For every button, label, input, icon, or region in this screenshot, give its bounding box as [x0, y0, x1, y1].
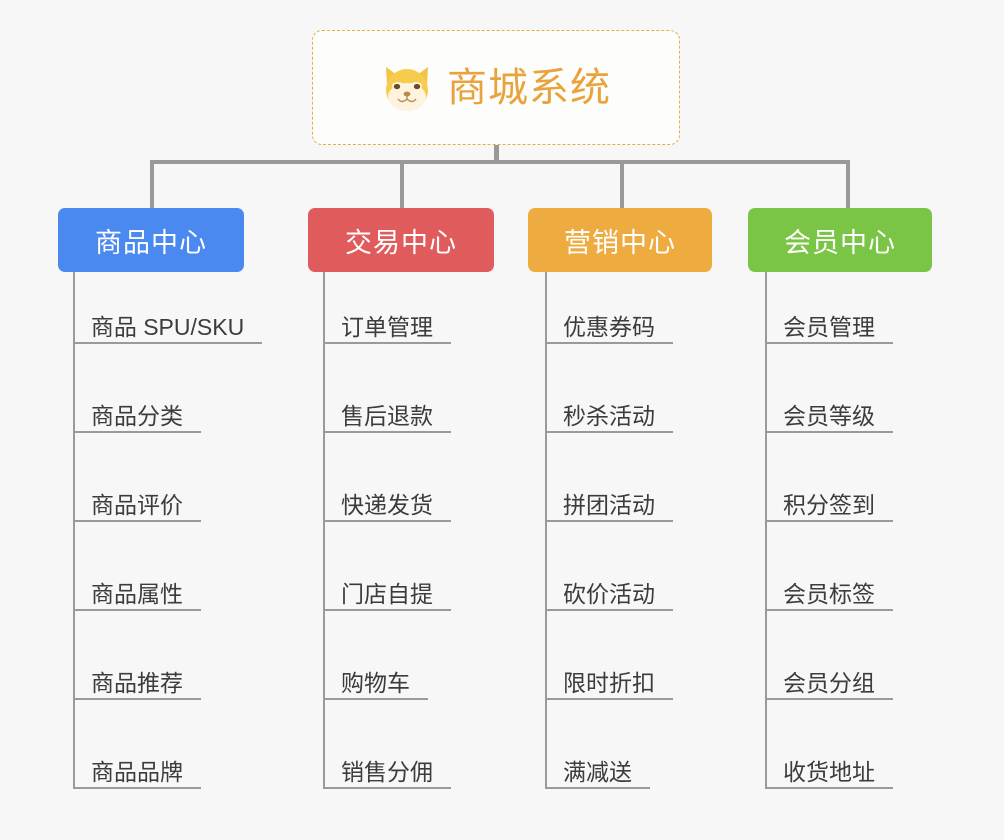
leaf-item[interactable]: 秒杀活动 — [545, 389, 673, 433]
leaf-item[interactable]: 会员管理 — [765, 300, 893, 344]
leaf-item-label: 商品属性 — [91, 580, 183, 607]
category-header-2[interactable]: 交易中心 — [308, 208, 494, 272]
leaf-item-label: 会员等级 — [783, 402, 875, 429]
leaf-item[interactable]: 会员分组 — [765, 656, 893, 700]
leaf-item-label: 门店自提 — [341, 580, 433, 607]
leaf-item-label: 商品推荐 — [91, 669, 183, 696]
leaf-item-label: 会员标签 — [783, 580, 875, 607]
connector-drop-1 — [150, 160, 154, 208]
root-node[interactable]: 商城系统 — [312, 30, 680, 145]
leaf-item[interactable]: 商品属性 — [73, 567, 201, 611]
leaf-item[interactable]: 拼团活动 — [545, 478, 673, 522]
leaf-item[interactable]: 商品推荐 — [73, 656, 201, 700]
leaf-item-label: 购物车 — [341, 669, 410, 696]
leaf-item-label: 快递发货 — [341, 491, 433, 518]
connector-drop-4 — [846, 160, 850, 208]
leaf-item-label: 限时折扣 — [563, 669, 655, 696]
column-trunk-line — [765, 272, 767, 789]
leaf-item[interactable]: 会员等级 — [765, 389, 893, 433]
leaf-item[interactable]: 会员标签 — [765, 567, 893, 611]
leaf-item-label: 商品品牌 — [91, 758, 183, 785]
root-connector-bus — [150, 160, 850, 164]
leaf-item[interactable]: 商品品牌 — [73, 745, 201, 789]
leaf-item[interactable]: 商品 SPU/SKU — [73, 300, 262, 344]
leaf-item-label: 销售分佣 — [341, 758, 433, 785]
root-title: 商城系统 — [447, 65, 611, 110]
leaf-item-label: 会员管理 — [783, 313, 875, 340]
leaf-item[interactable]: 门店自提 — [323, 567, 451, 611]
leaf-item-label: 售后退款 — [341, 402, 433, 429]
leaf-item[interactable]: 售后退款 — [323, 389, 451, 433]
leaf-item[interactable]: 商品评价 — [73, 478, 201, 522]
column-trunk-line — [323, 272, 325, 789]
leaf-item[interactable]: 积分签到 — [765, 478, 893, 522]
leaf-item[interactable]: 收货地址 — [765, 745, 893, 789]
leaf-item-label: 商品 SPU/SKU — [90, 313, 245, 340]
leaf-item-label: 优惠券码 — [563, 313, 655, 340]
column-trunk-line — [545, 272, 547, 789]
leaf-item[interactable]: 销售分佣 — [323, 745, 451, 789]
leaf-item-label: 积分签到 — [783, 491, 875, 518]
root-connector-stem — [494, 145, 499, 163]
connector-drop-3 — [620, 160, 624, 208]
leaf-item[interactable]: 订单管理 — [323, 300, 451, 344]
leaf-item-label: 砍价活动 — [563, 580, 655, 607]
leaf-item-label: 商品分类 — [91, 402, 183, 429]
shiba-dog-face-icon — [386, 66, 428, 112]
leaf-item[interactable]: 优惠券码 — [545, 300, 673, 344]
leaf-item-label: 会员分组 — [783, 669, 875, 696]
category-header-4[interactable]: 会员中心 — [748, 208, 932, 272]
leaf-item[interactable]: 快递发货 — [323, 478, 451, 522]
category-header-1[interactable]: 商品中心 — [58, 208, 244, 272]
leaf-item[interactable]: 砍价活动 — [545, 567, 673, 611]
leaf-item-label: 拼团活动 — [563, 491, 655, 518]
leaf-item[interactable]: 限时折扣 — [545, 656, 673, 700]
leaf-item-label: 收货地址 — [783, 758, 875, 785]
category-header-3[interactable]: 营销中心 — [528, 208, 712, 272]
leaf-item[interactable]: 商品分类 — [73, 389, 201, 433]
leaf-item-label: 商品评价 — [91, 491, 183, 518]
leaf-item-label: 订单管理 — [341, 313, 433, 340]
leaf-item[interactable]: 满减送 — [545, 745, 650, 789]
leaf-item-label: 满减送 — [563, 758, 632, 785]
connector-drop-2 — [400, 160, 404, 208]
column-trunk-line — [73, 272, 75, 789]
leaf-item[interactable]: 购物车 — [323, 656, 428, 700]
leaf-item-label: 秒杀活动 — [563, 402, 655, 429]
